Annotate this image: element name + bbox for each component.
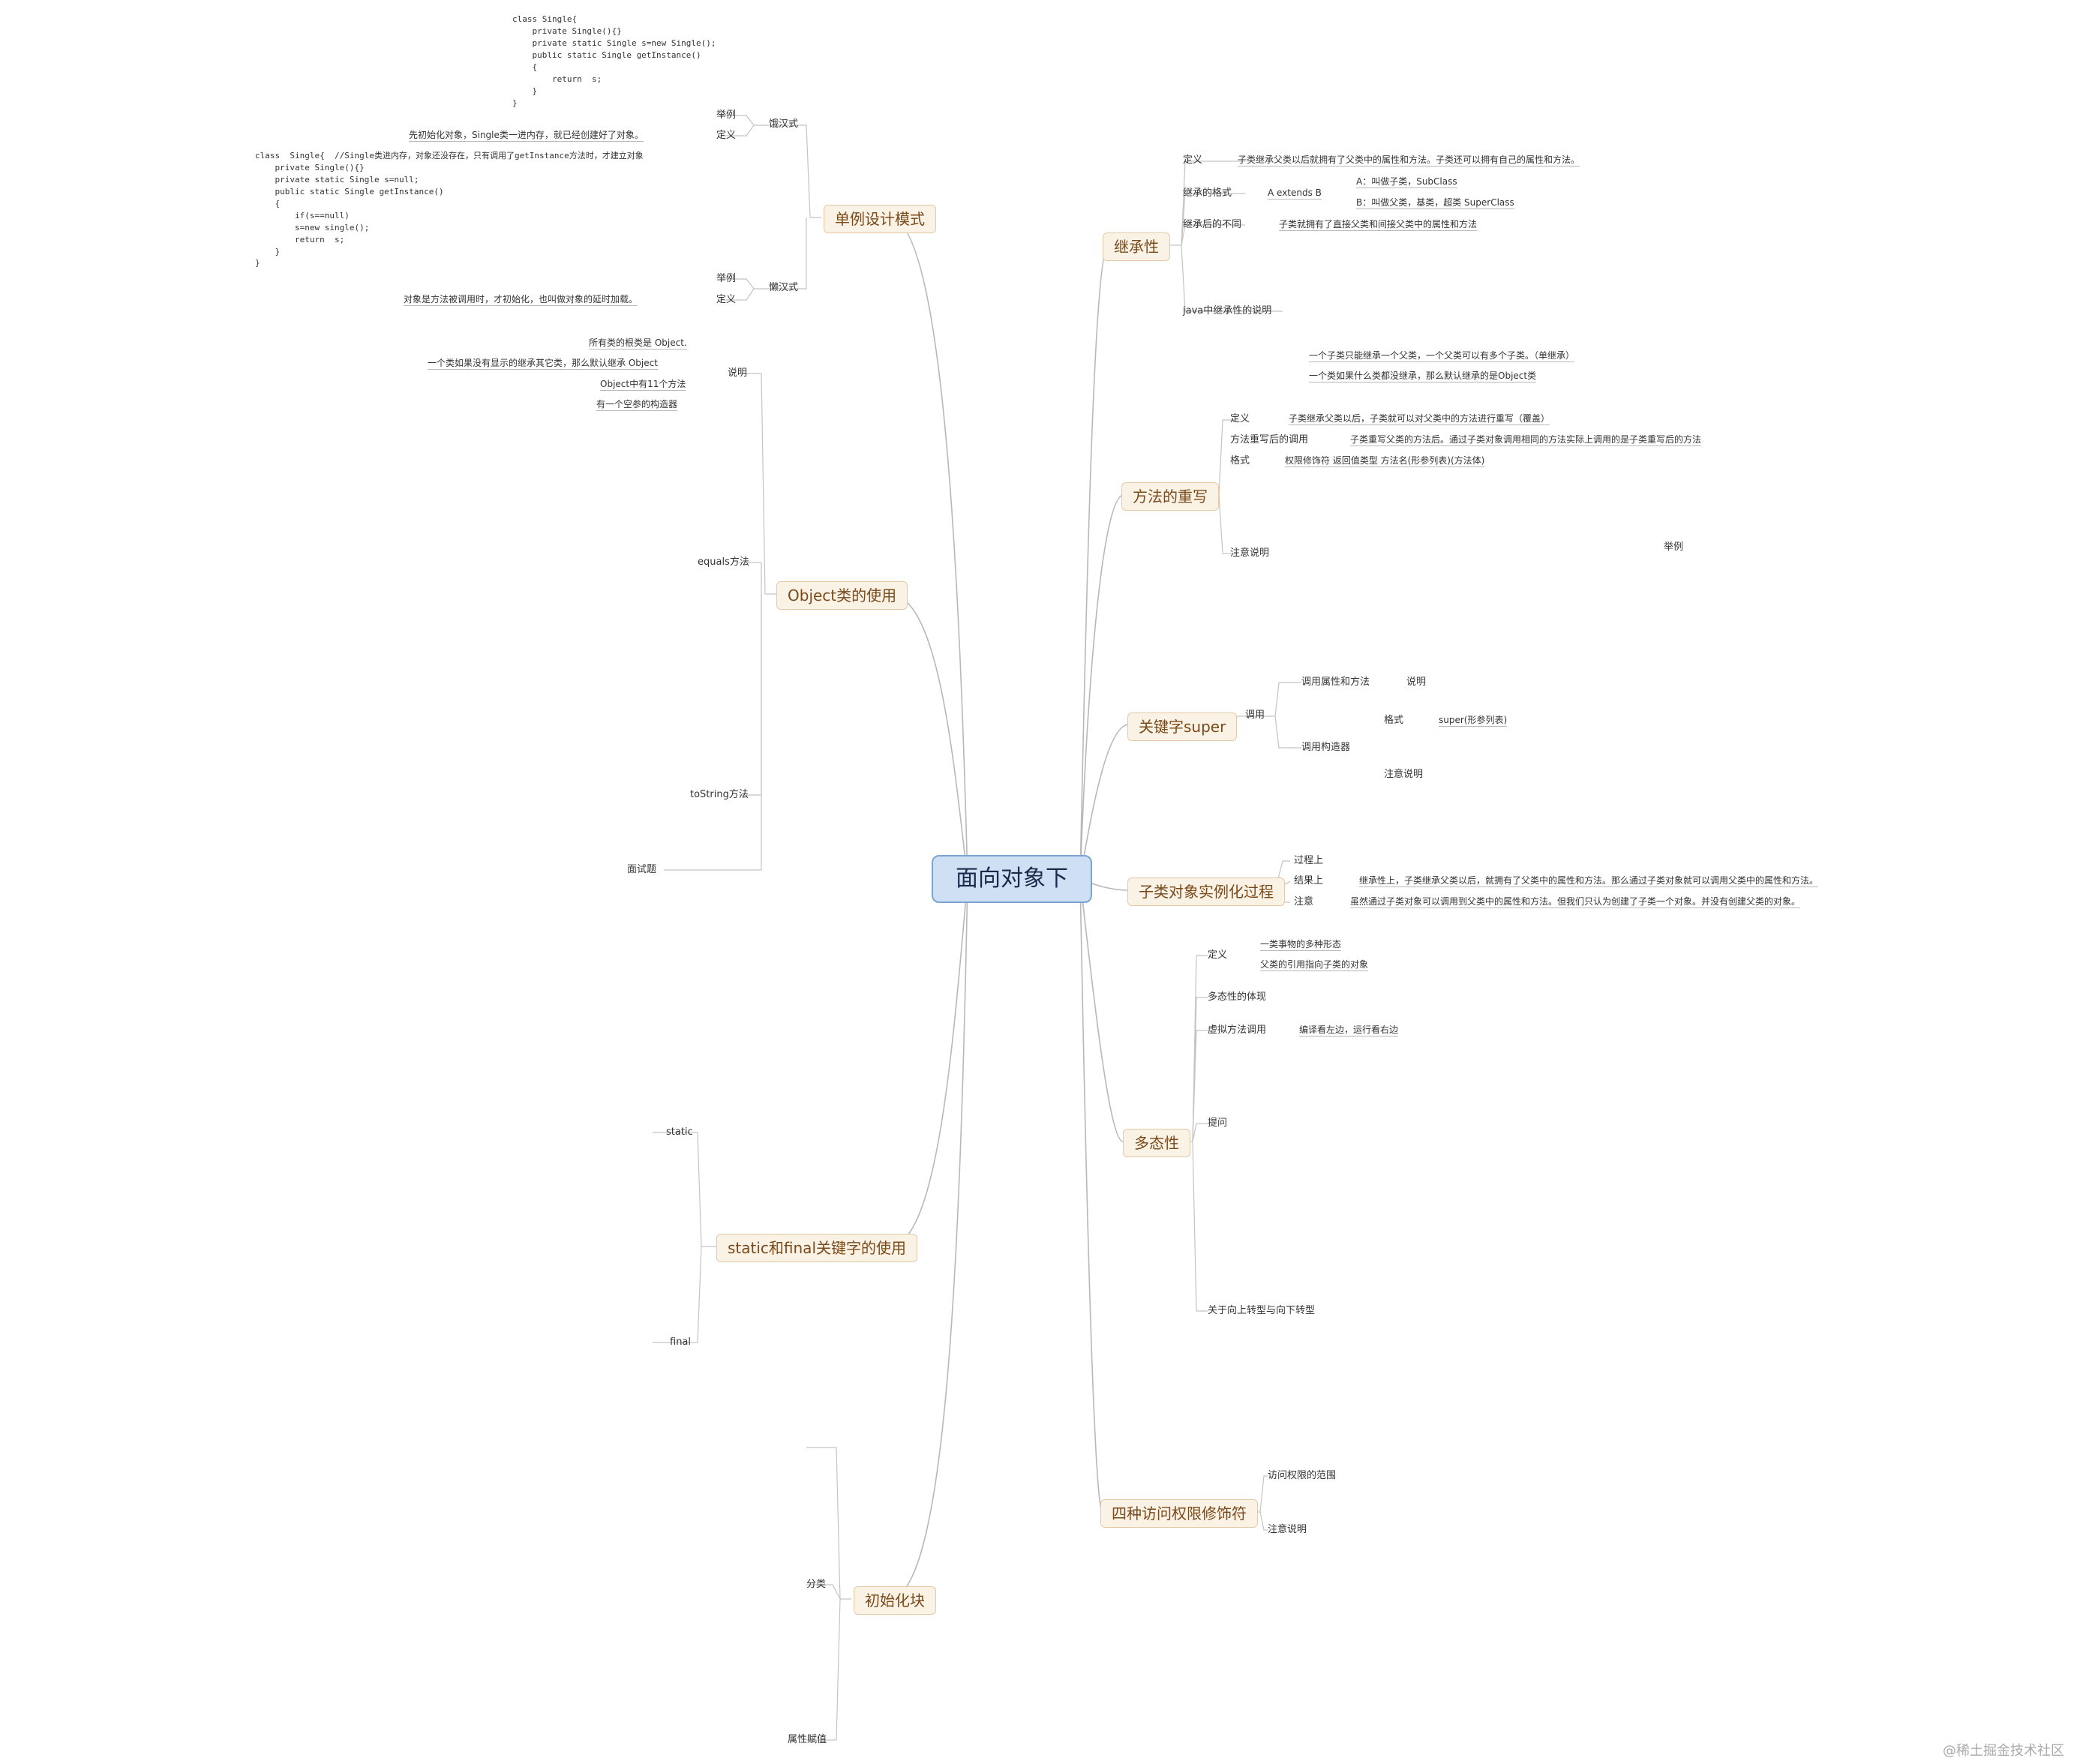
override-fmt-val: 权限修饰符 返回值类型 方法名(形参列表)(方法体)	[1285, 455, 1485, 468]
poly-embody-key: 多态性的体现	[1208, 992, 1267, 1003]
super-ctor: 调用构造器	[1301, 742, 1351, 753]
super-fmt-val: super(形参列表)	[1439, 715, 1508, 728]
object-equals: equals方法	[698, 556, 749, 568]
watermark: @稀土掘金技术社区	[1943, 1743, 2064, 1759]
object-explain-3: Object中有11个方法	[600, 379, 686, 392]
lazy-code: class Single{ //Single类进内存，对象还没存在，只有调用了g…	[255, 151, 644, 268]
inherit-java-1: 一个子类只能继承一个父类，一个父类可以有多个子类。（单继承）	[1309, 350, 1575, 363]
inherit-java-2: 一个类如果什么类都没继承，那么默认继承的是Object类	[1309, 370, 1537, 383]
override-example: 举例	[1664, 542, 1684, 553]
inst-result-val: 继承性上，子类继承父类以后，就拥有了父类中的属性和方法。那么通过子类对象就可以调…	[1359, 875, 1819, 888]
singleton-eager: 饿汉式	[769, 118, 799, 130]
branch-polymorphism[interactable]: 多态性	[1123, 1129, 1190, 1157]
inherit-def-val: 子类继承父类以后就拥有了父类中的属性和方法。子类还可以拥有自己的属性和方法。	[1238, 154, 1580, 167]
lazy-def-text: 对象是方法被调用时，才初始化，也叫做对象的延时加载。	[404, 294, 638, 307]
override-def-key: 定义	[1230, 413, 1250, 424]
inherit-java-key: java中继承性的说明	[1183, 305, 1272, 316]
object-explain-4: 有一个空参的构造器	[596, 399, 678, 412]
poly-virtual-val: 编译看左边，运行看右边	[1299, 1024, 1399, 1037]
singleton-lazy: 懒汉式	[769, 282, 799, 293]
link-center-inherit	[1079, 244, 1109, 880]
super-attr-explain: 说明	[1406, 676, 1427, 688]
branch-singleton[interactable]: 单例设计模式	[824, 205, 936, 233]
inherit-format-key: 继承的格式	[1183, 188, 1232, 199]
object-explain: 说明	[728, 368, 748, 379]
link-center-override	[1079, 494, 1124, 880]
branch-access-modifiers[interactable]: 四种访问权限修饰符	[1100, 1499, 1258, 1528]
branch-super[interactable]: 关键字super	[1127, 712, 1238, 741]
branch-static-final[interactable]: static和final关键字的使用	[716, 1234, 917, 1262]
branch-object[interactable]: Object类的使用	[776, 581, 908, 610]
init-attr-assign: 属性赋值	[788, 1734, 827, 1745]
poly-def-2: 父类的引用指向子类的对象	[1260, 959, 1369, 972]
inherit-format-a: A：叫做子类，SubClass	[1356, 176, 1457, 189]
lazy-example-label: 举例	[716, 273, 737, 284]
object-interview: 面试题	[627, 864, 657, 875]
lazy-def-label: 定义	[716, 294, 737, 305]
super-attr: 调用属性和方法	[1301, 676, 1370, 688]
branch-init-block[interactable]: 初始化块	[854, 1586, 936, 1615]
inst-note-val: 虽然通过子类对象可以调用到父类中的属性和方法。但我们只认为创建了子类一个对象。并…	[1350, 896, 1801, 909]
poly-virtual-key: 虚拟方法调用	[1208, 1024, 1267, 1036]
inst-result: 结果上	[1294, 875, 1324, 886]
object-explain-2: 一个类如果没有显示的继承其它类，那么默认继承 Object	[428, 358, 658, 370]
branch-override[interactable]: 方法的重写	[1121, 482, 1219, 511]
object-tostring: toString方法	[690, 789, 749, 800]
link-center-super	[1079, 724, 1130, 880]
eager-def-label: 定义	[716, 130, 737, 141]
branch-inheritance[interactable]: 继承性	[1103, 232, 1170, 261]
link-center-static	[888, 878, 968, 1247]
inst-note: 注意	[1294, 896, 1314, 908]
object-explain-1: 所有类的根类是 Object.	[589, 338, 687, 350]
override-def-val: 子类继承父类以后，子类就可以对父类中的方法进行重写（覆盖）	[1289, 413, 1550, 426]
link-center-poly	[1079, 878, 1124, 1142]
override-call-val: 子类重写父类的方法后。通过子类对象调用相同的方法实际上调用的是子类重写后的方法	[1350, 434, 1702, 447]
init-category: 分类	[806, 1579, 827, 1590]
poly-def-key: 定义	[1208, 950, 1228, 961]
link-center-init	[888, 878, 968, 1600]
eager-example-label: 举例	[716, 110, 737, 121]
link-center-singleton	[888, 217, 968, 880]
poly-updown-key: 关于向上转型与向下转型	[1208, 1305, 1316, 1316]
central-topic[interactable]: 面向对象下	[932, 855, 1092, 903]
poly-question-key: 提问	[1208, 1118, 1228, 1129]
static-label: static	[666, 1126, 693, 1138]
inst-process: 过程上	[1294, 855, 1324, 866]
eager-def-text: 先初始化对象，Single类一进内存，就已经创建好了对象。	[409, 130, 644, 142]
override-call-key: 方法重写后的调用	[1230, 434, 1309, 446]
super-call: 调用	[1245, 710, 1265, 721]
inherit-def-key: 定义	[1183, 154, 1203, 166]
inherit-diff-val: 子类就拥有了直接父类和间接父类中的属性和方法	[1279, 219, 1478, 232]
link-center-object	[888, 593, 968, 880]
eager-code: class Single{ private Single(){} private…	[512, 14, 716, 108]
access-note: 注意说明	[1268, 1524, 1307, 1535]
override-note-key: 注意说明	[1230, 548, 1270, 559]
super-fmt: 格式	[1384, 715, 1404, 726]
inherit-diff-key: 继承后的不同	[1183, 219, 1242, 230]
poly-def-1: 一类事物的多种形态	[1260, 939, 1342, 952]
super-note: 注意说明	[1384, 769, 1424, 780]
inherit-format-b: B：叫做父类，基类，超类 SuperClass	[1356, 197, 1514, 210]
access-range: 访问权限的范围	[1268, 1470, 1337, 1481]
branch-instantiation[interactable]: 子类对象实例化过程	[1127, 878, 1285, 906]
override-fmt-key: 格式	[1230, 455, 1250, 466]
inherit-format-val: A extends B	[1268, 188, 1322, 200]
link-center-access	[1079, 878, 1103, 1513]
final-label: final	[670, 1336, 692, 1348]
